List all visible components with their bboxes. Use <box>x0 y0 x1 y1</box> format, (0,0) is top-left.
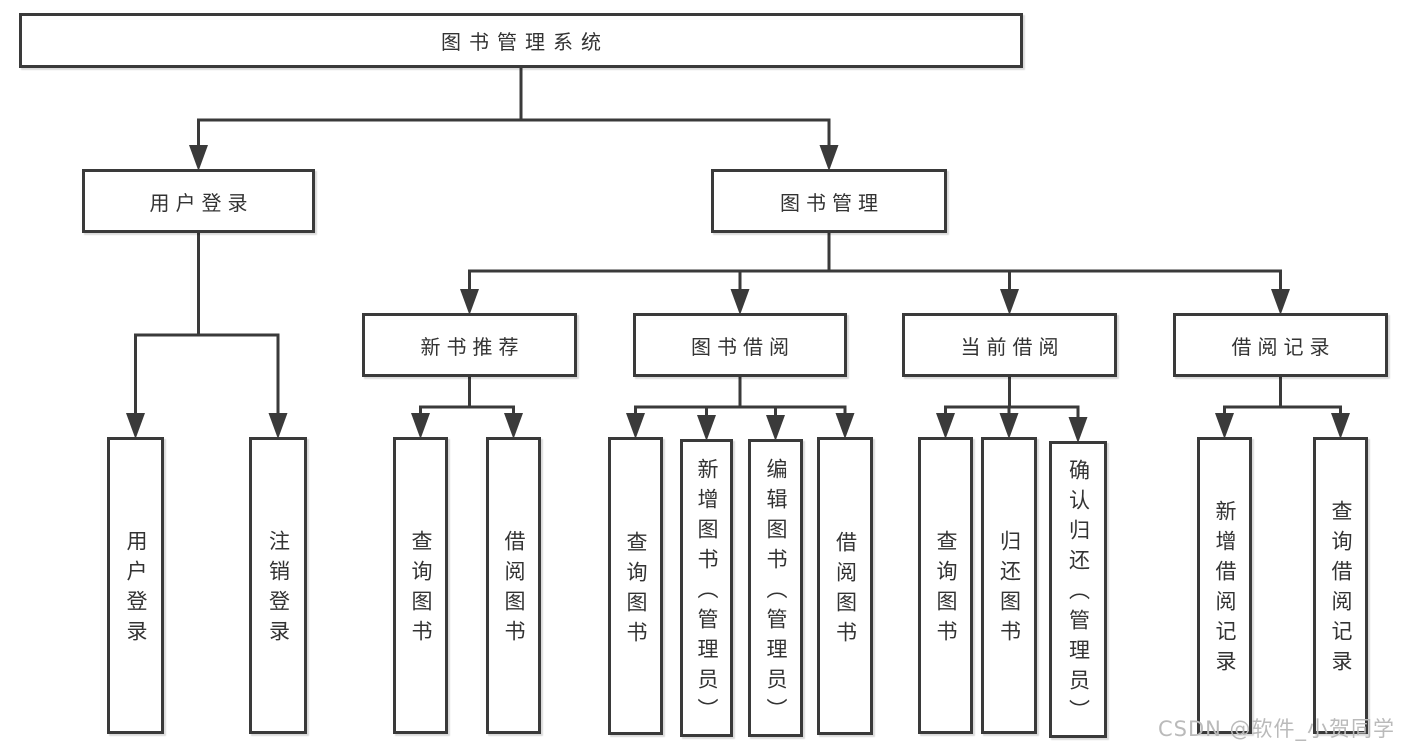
node-current-borrowing: 当前借阅 <box>902 313 1117 377</box>
node-user-login-leaf: 用户登录 <box>107 437 164 734</box>
node-edit-books-admin: 编辑图书（管理员） <box>748 439 803 737</box>
node-borrow-books-rec: 借阅图书 <box>486 437 541 734</box>
watermark: CSDN @软件_小贺同学 <box>1158 717 1396 741</box>
node-query-books-borrow: 查询图书 <box>608 437 663 735</box>
node-query-borrow-record: 查询借阅记录 <box>1313 437 1368 734</box>
node-new-book-recommendation: 新书推荐 <box>362 313 577 377</box>
node-borrow-books-borrow: 借阅图书 <box>817 437 873 735</box>
node-add-books-admin: 新增图书（管理员） <box>680 439 733 737</box>
node-book-borrowing: 图书借阅 <box>633 313 847 377</box>
node-return-books: 归还图书 <box>981 437 1037 734</box>
node-confirm-return-admin: 确认归还（管理员） <box>1049 441 1107 738</box>
node-query-books-rec: 查询图书 <box>393 437 448 734</box>
node-borrowing-records: 借阅记录 <box>1173 313 1388 377</box>
node-add-borrow-record: 新增借阅记录 <box>1197 437 1252 734</box>
node-book-management: 图书管理 <box>711 169 947 233</box>
node-logout: 注销登录 <box>249 437 307 734</box>
node-library-management-system: 图书管理系统 <box>19 13 1023 68</box>
node-user-login: 用户登录 <box>82 169 315 233</box>
node-query-books-current: 查询图书 <box>918 437 973 734</box>
